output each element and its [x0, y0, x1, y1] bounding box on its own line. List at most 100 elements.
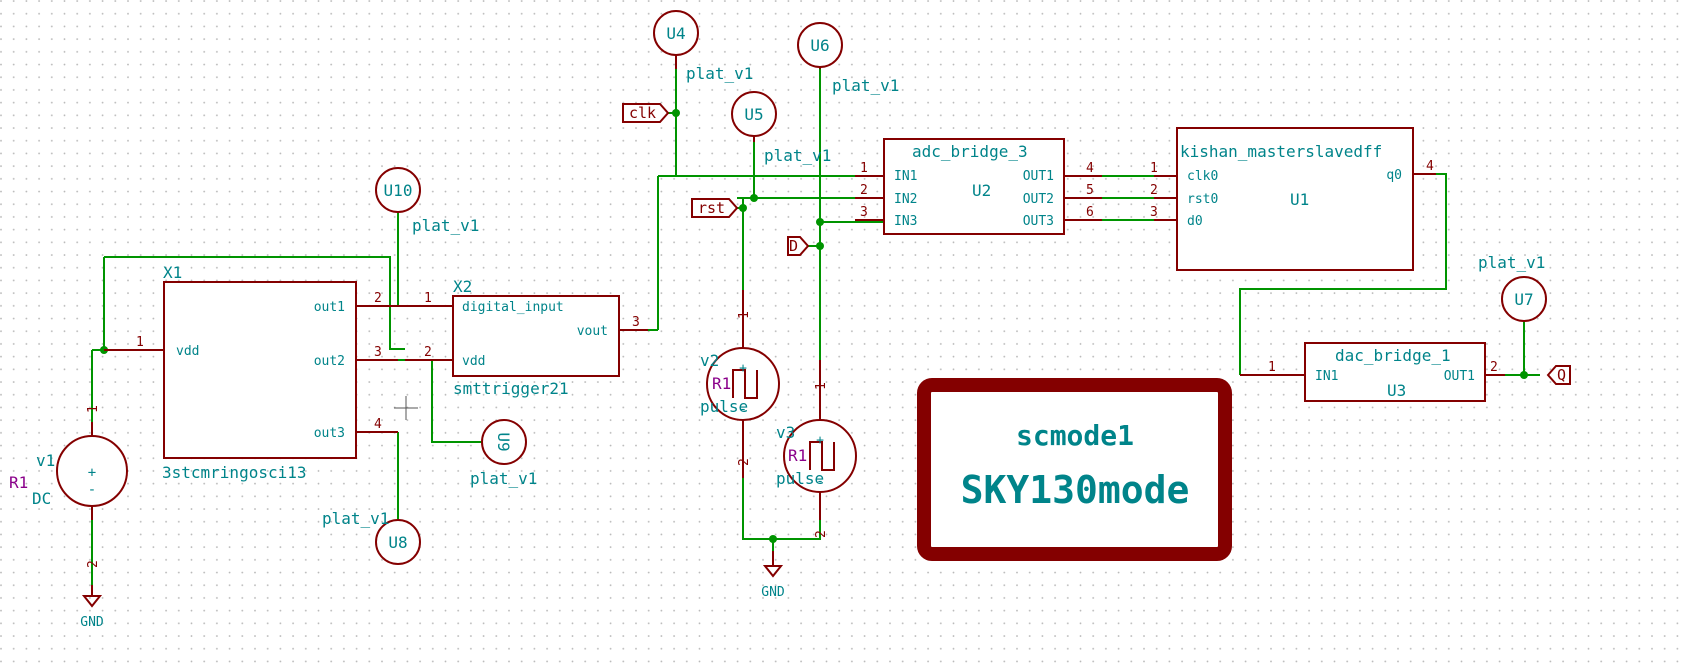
- v3-value: pulse: [776, 469, 824, 488]
- v3-pulse-source[interactable]: + - v3 R1 pulse 1 2: [776, 360, 857, 538]
- u3-pinnum-2: 2: [1490, 360, 1498, 375]
- u1-d0: d0: [1187, 214, 1203, 229]
- u2-out2: OUT2: [1023, 192, 1054, 207]
- u10-value: plat_v1: [412, 216, 479, 235]
- u4-ref: U4: [666, 24, 685, 43]
- v2-pulse-source[interactable]: + - v2 R1 pulse 1 2: [700, 290, 780, 478]
- title-box[interactable]: scmode1 SKY130mode: [917, 378, 1232, 561]
- v3-ref: v3: [776, 423, 795, 442]
- u1-master-slave-dff[interactable]: kishan_masterslavedff clk0 rst0 d0 q0 U1…: [1150, 127, 1436, 271]
- u3-in1: IN1: [1315, 369, 1338, 384]
- clk-label-text: clk: [629, 104, 656, 122]
- u2-pinnum-4: 4: [1086, 161, 1094, 176]
- u8-ref: U8: [388, 533, 407, 552]
- plot-probe-u10[interactable]: U10 plat_v1: [375, 167, 479, 235]
- v1-ref: v1: [36, 451, 55, 470]
- u10-ref: U10: [384, 181, 413, 200]
- x2-ref: X2: [453, 277, 472, 296]
- gnd-center-text: GND: [761, 585, 785, 600]
- v3-pinnum-1: 1: [814, 382, 829, 390]
- junctions: [100, 109, 1528, 543]
- u3-pinnum-1: 1: [1268, 360, 1276, 375]
- u1-ref: U1: [1290, 190, 1309, 209]
- u2-pinnum-3: 3: [860, 205, 868, 220]
- ground-symbol-center[interactable]: GND: [761, 551, 785, 600]
- u3-ref: U3: [1387, 381, 1406, 400]
- x1-pin-out2: out2: [314, 354, 345, 369]
- x1-ref: X1: [163, 263, 182, 282]
- u8-value: plat_v1: [322, 509, 389, 528]
- x1-pin-vdd: vdd: [176, 344, 199, 359]
- plot-probe-u8[interactable]: U8 plat_v1: [322, 509, 421, 565]
- v2-ref: v2: [700, 351, 719, 370]
- v2-pinnum-2: 2: [737, 458, 752, 466]
- x2-value: smttrigger21: [453, 379, 569, 398]
- x1-value: 3stcmringosci13: [162, 463, 307, 482]
- v2-value: pulse: [700, 397, 748, 416]
- crosshair-cursor-icon: [394, 396, 418, 420]
- u1-clk0: clk0: [1187, 169, 1218, 184]
- net-label-clk[interactable]: clk: [622, 103, 670, 123]
- v1-pinnum-1: 1: [86, 405, 101, 413]
- plot-probe-u5[interactable]: U5 plat_v1: [731, 91, 831, 165]
- u2-pinnum-5: 5: [1086, 183, 1094, 198]
- v3-spice: R1: [788, 446, 807, 465]
- x1-ring-oscillator[interactable]: X1 vdd out1 out2 out3 1 2 3 4 3stcmringo…: [104, 263, 398, 482]
- u3-out1: OUT1: [1444, 369, 1475, 384]
- plot-probe-u6[interactable]: U6 plat_v1: [797, 22, 899, 95]
- u1-q0: q0: [1386, 168, 1402, 183]
- u2-in2: IN2: [894, 192, 917, 207]
- u1-pinnum-2: 2: [1150, 183, 1158, 198]
- u7-value: plat_v1: [1478, 253, 1545, 272]
- plot-probe-u4[interactable]: U4 plat_v1: [653, 10, 753, 83]
- title-line2: SKY130mode: [961, 468, 1190, 512]
- x2-pinnum-3: 3: [632, 315, 640, 330]
- d-label-text: D: [789, 237, 798, 255]
- v1-value: DC: [32, 489, 51, 508]
- net-label-d[interactable]: D: [787, 236, 810, 256]
- u7-ref: U7: [1514, 290, 1533, 309]
- u9-value: plat_v1: [470, 469, 537, 488]
- u1-pinnum-3: 3: [1150, 205, 1158, 220]
- net-label-rst[interactable]: rst: [691, 198, 739, 218]
- x2-pin-vdd: vdd: [462, 354, 485, 369]
- q-label-text: Q: [1557, 366, 1566, 384]
- u6-ref: U6: [810, 36, 829, 55]
- rst-label-text: rst: [698, 199, 725, 217]
- plot-probe-u9[interactable]: U9 plat_v1: [470, 419, 537, 488]
- u2-value: adc_bridge_3: [912, 142, 1028, 161]
- v1-plus: +: [88, 465, 96, 481]
- u2-adc-bridge[interactable]: adc_bridge_3 IN1 IN2 IN3 OUT1 OUT2 OUT3 …: [855, 138, 1102, 235]
- x1-pin-out1: out1: [314, 300, 345, 315]
- v3-plus: +: [816, 433, 824, 448]
- u2-pinnum-1: 1: [860, 161, 868, 176]
- u5-ref: U5: [744, 105, 763, 124]
- x1-pinnum-4: 4: [374, 417, 382, 432]
- gnd-left-text: GND: [80, 615, 104, 630]
- v1-spice: R1: [9, 473, 28, 492]
- u2-in3: IN3: [894, 214, 917, 229]
- v2-minus: -: [739, 402, 747, 417]
- x1-pinnum-1: 1: [136, 335, 144, 350]
- v2-spice: R1: [712, 374, 731, 393]
- v2-plus: +: [739, 361, 747, 376]
- u3-value: dac_bridge_1: [1335, 346, 1451, 365]
- u2-pinnum-6: 6: [1086, 205, 1094, 220]
- u2-ref: U2: [972, 181, 991, 200]
- x2-pinnum-2: 2: [424, 345, 432, 360]
- u3-dac-bridge[interactable]: dac_bridge_1 IN1 OUT1 U3 1 2: [1240, 342, 1505, 402]
- ground-symbol-left[interactable]: GND: [80, 585, 104, 630]
- u9-ref: U9: [494, 432, 513, 451]
- v3-pinnum-2: 2: [814, 530, 829, 538]
- x2-pinnum-1: 1: [424, 291, 432, 306]
- net-label-q[interactable]: Q: [1546, 365, 1571, 385]
- x1-pin-out3: out3: [314, 426, 345, 441]
- plot-probe-u7[interactable]: U7 plat_v1: [1478, 253, 1547, 322]
- v2-pinnum-1: 1: [737, 311, 752, 319]
- v1-minus: -: [88, 482, 96, 498]
- x1-pinnum-3: 3: [374, 345, 382, 360]
- v1-dc-source[interactable]: + - v1 R1 DC 1 2: [9, 405, 128, 568]
- x2-schmitt-trigger[interactable]: X2 digital_input vdd vout 1 2 3 smttrigg…: [398, 277, 648, 398]
